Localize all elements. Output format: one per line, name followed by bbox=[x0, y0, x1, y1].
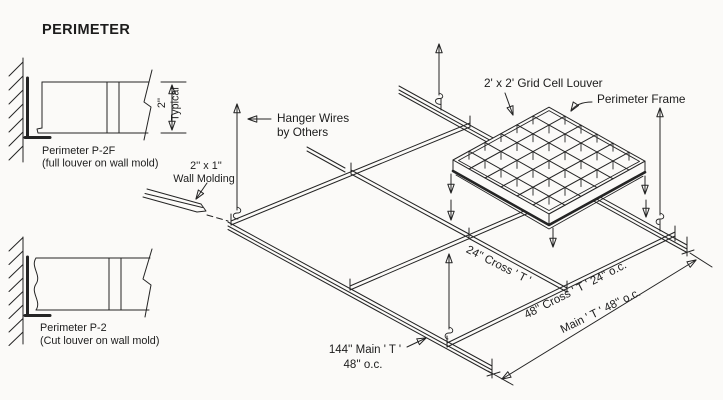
main-t-144-label-line2: 48'' o.c. bbox=[344, 359, 383, 371]
page-title: PERIMETER bbox=[42, 22, 130, 38]
hatch-stroke bbox=[8, 103, 24, 119]
hatch-stroke bbox=[8, 131, 24, 147]
molding-edge bbox=[142, 196, 198, 213]
wall-hatching bbox=[8, 237, 24, 346]
detail-p2-section bbox=[8, 236, 153, 346]
dim-typical-label: Typical bbox=[170, 87, 182, 121]
perimeter-frame-bottom-edge bbox=[451, 169, 647, 227]
hatch-stroke bbox=[8, 304, 24, 319]
molding-end-profile bbox=[196, 203, 207, 213]
beam-line bbox=[350, 173, 470, 239]
p2-name-label: Perimeter P-2 bbox=[40, 322, 107, 334]
beam-junction-ticks bbox=[230, 98, 661, 348]
molding-hook bbox=[36, 127, 50, 134]
wall-molding-isometric bbox=[142, 188, 229, 222]
grid-cell-louver-panel bbox=[451, 106, 647, 230]
beam-line bbox=[306, 146, 346, 169]
perimeter-frame-shadow-line bbox=[455, 174, 644, 230]
main-t-end-cap bbox=[681, 236, 695, 257]
main-t-144-leader bbox=[406, 337, 427, 348]
hatch-stroke bbox=[8, 318, 24, 333]
beam-line bbox=[227, 229, 493, 374]
alignment-dashed-line bbox=[206, 214, 229, 222]
perimeter-frame-label: Perimeter Frame bbox=[597, 92, 686, 106]
beam-line bbox=[350, 169, 470, 235]
beam-line bbox=[469, 238, 568, 293]
hanger-wires-label-line2: by Others bbox=[277, 125, 328, 139]
wall-molding-label-line1: 2'' x 1'' bbox=[190, 160, 222, 172]
extension-line bbox=[487, 370, 514, 386]
hatch-stroke bbox=[8, 277, 24, 292]
beam-line bbox=[306, 150, 346, 173]
main-t-dimension bbox=[487, 252, 713, 386]
extension-line bbox=[689, 252, 713, 268]
wire-twist bbox=[655, 212, 665, 225]
wall-molding-label-line2: Wall Molding bbox=[173, 173, 234, 185]
hatch-stroke bbox=[8, 117, 24, 133]
molding-edge bbox=[144, 193, 203, 208]
hanger-wires-label-line1: Hanger Wires bbox=[277, 111, 349, 125]
main-t-144-label-line1: 144'' Main ' T ' bbox=[329, 344, 401, 356]
break-line bbox=[142, 248, 153, 318]
wire-twist bbox=[444, 326, 454, 340]
perimeter-frame-leader bbox=[570, 101, 593, 112]
beam-line bbox=[230, 126, 471, 226]
wall-hatching bbox=[8, 61, 24, 161]
p2f-desc-label: (full louver on wall mold) bbox=[42, 158, 158, 170]
grid-cell-louver-label: 2' x 2' Grid Cell Louver bbox=[484, 76, 603, 90]
grid-cell-louver-leader bbox=[504, 92, 514, 116]
hatch-stroke bbox=[8, 61, 24, 77]
hatch-stroke bbox=[8, 291, 24, 306]
p2-desc-label: (Cut louver on wall mold) bbox=[40, 335, 159, 347]
molding-edge bbox=[146, 188, 202, 205]
louver-placement-arrows bbox=[447, 173, 650, 248]
hatch-stroke bbox=[8, 237, 24, 252]
detail-p2f-section bbox=[8, 57, 187, 163]
hatch-stroke bbox=[8, 264, 24, 279]
callout-leaders bbox=[195, 92, 593, 348]
hanger-wires bbox=[232, 43, 665, 340]
hatch-stroke bbox=[8, 89, 24, 105]
hatch-stroke bbox=[8, 75, 24, 91]
hatch-stroke bbox=[8, 331, 24, 346]
beam-end-caps bbox=[486, 225, 695, 379]
p2f-name-label: Perimeter P-2F bbox=[42, 145, 116, 157]
cut-louver-wavy-edge bbox=[33, 257, 39, 311]
wire-twist bbox=[232, 206, 242, 220]
louver-inner-outline bbox=[458, 110, 640, 211]
hatch-stroke bbox=[8, 145, 24, 161]
wall-molding-leader bbox=[195, 182, 208, 200]
wire-twist bbox=[435, 92, 444, 105]
break-line bbox=[143, 69, 153, 141]
hatch-stroke bbox=[8, 250, 24, 265]
dimension-line bbox=[501, 259, 697, 380]
dim-2in-label: 2'' bbox=[156, 98, 168, 108]
